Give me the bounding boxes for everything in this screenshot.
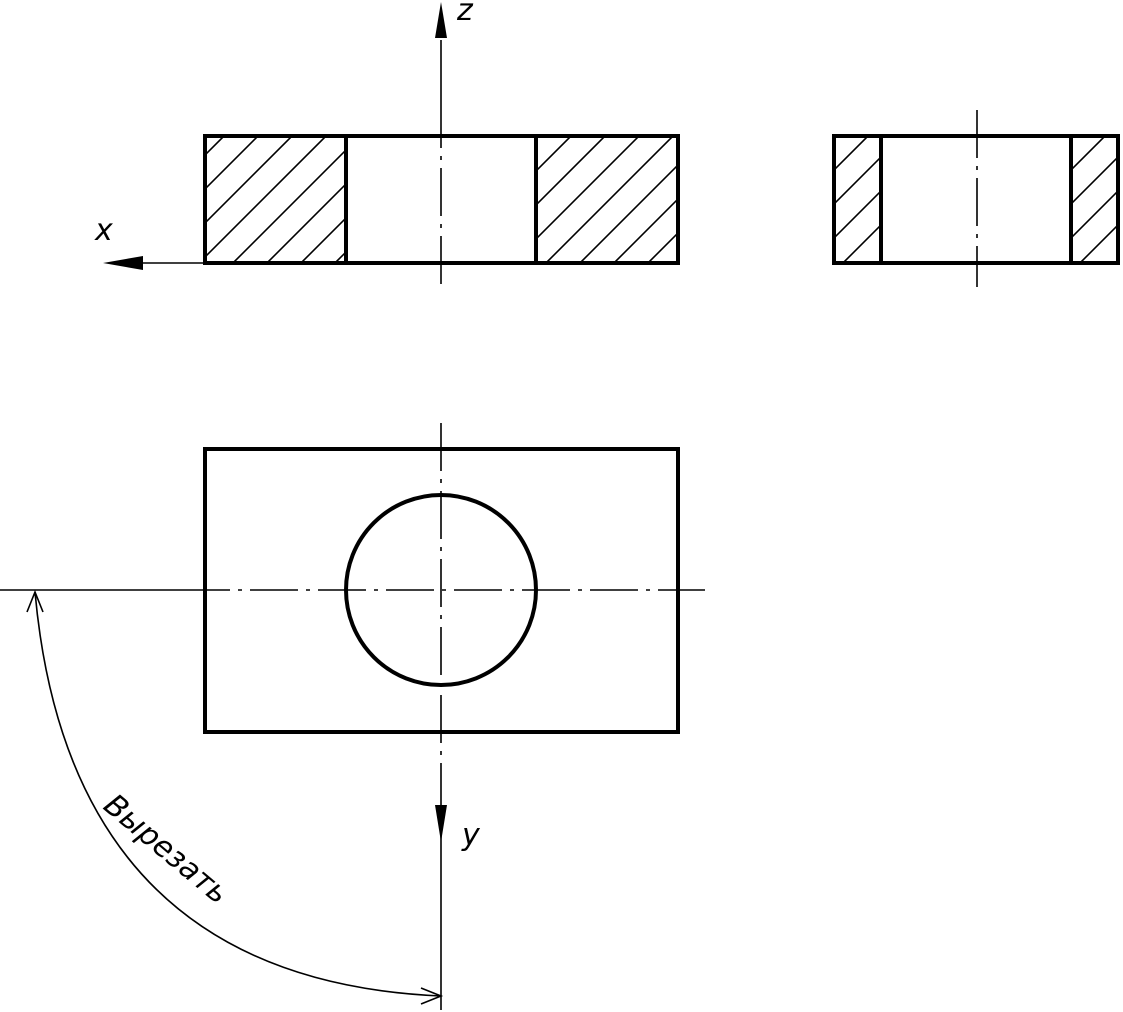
hatch-side-right <box>1071 136 1118 263</box>
hatch-front-left <box>205 136 346 263</box>
arc-arrow-end-icon <box>420 987 444 1005</box>
z-axis <box>435 2 447 100</box>
front-section-view <box>203 100 680 287</box>
y-axis-label: y <box>461 818 481 853</box>
top-view <box>0 423 705 800</box>
side-section-view <box>832 110 1120 287</box>
z-axis-arrow-icon <box>435 2 447 38</box>
cut-annotation-label: Вырезать <box>97 787 235 911</box>
hatch-side-left <box>834 136 881 263</box>
y-axis-arrow-icon <box>435 805 447 842</box>
arc-line <box>34 591 442 997</box>
y-axis <box>435 800 447 1010</box>
cut-arc <box>26 589 444 1005</box>
z-axis-label: z <box>456 0 474 28</box>
x-axis-label: x <box>94 213 113 248</box>
arc-arrow-start-icon <box>26 589 44 613</box>
x-axis-arrow-icon <box>103 256 143 270</box>
x-axis <box>103 256 205 270</box>
side-outline <box>832 134 1120 265</box>
hatch-front-right <box>536 136 678 263</box>
